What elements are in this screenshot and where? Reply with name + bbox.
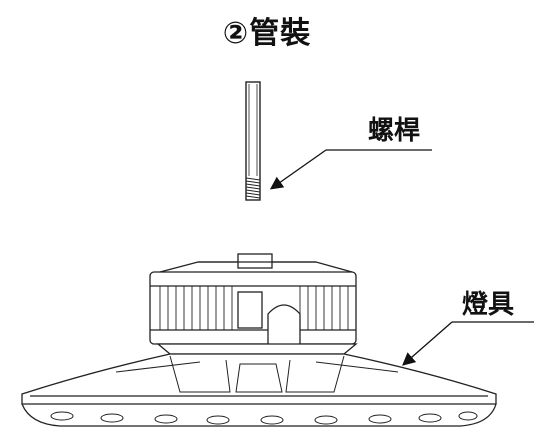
diagram-title: ②管裝	[222, 16, 312, 51]
leader-rod	[269, 149, 432, 190]
label-threaded-rod: 螺桿	[368, 116, 421, 146]
cooling-fins	[159, 286, 349, 330]
rod-thread	[245, 177, 261, 199]
light-fixture	[21, 253, 497, 427]
rim-vents	[50, 411, 478, 425]
leader-fixture	[402, 321, 534, 366]
threaded-rod	[245, 81, 261, 201]
label-light-fixture: 燈具	[462, 290, 515, 320]
